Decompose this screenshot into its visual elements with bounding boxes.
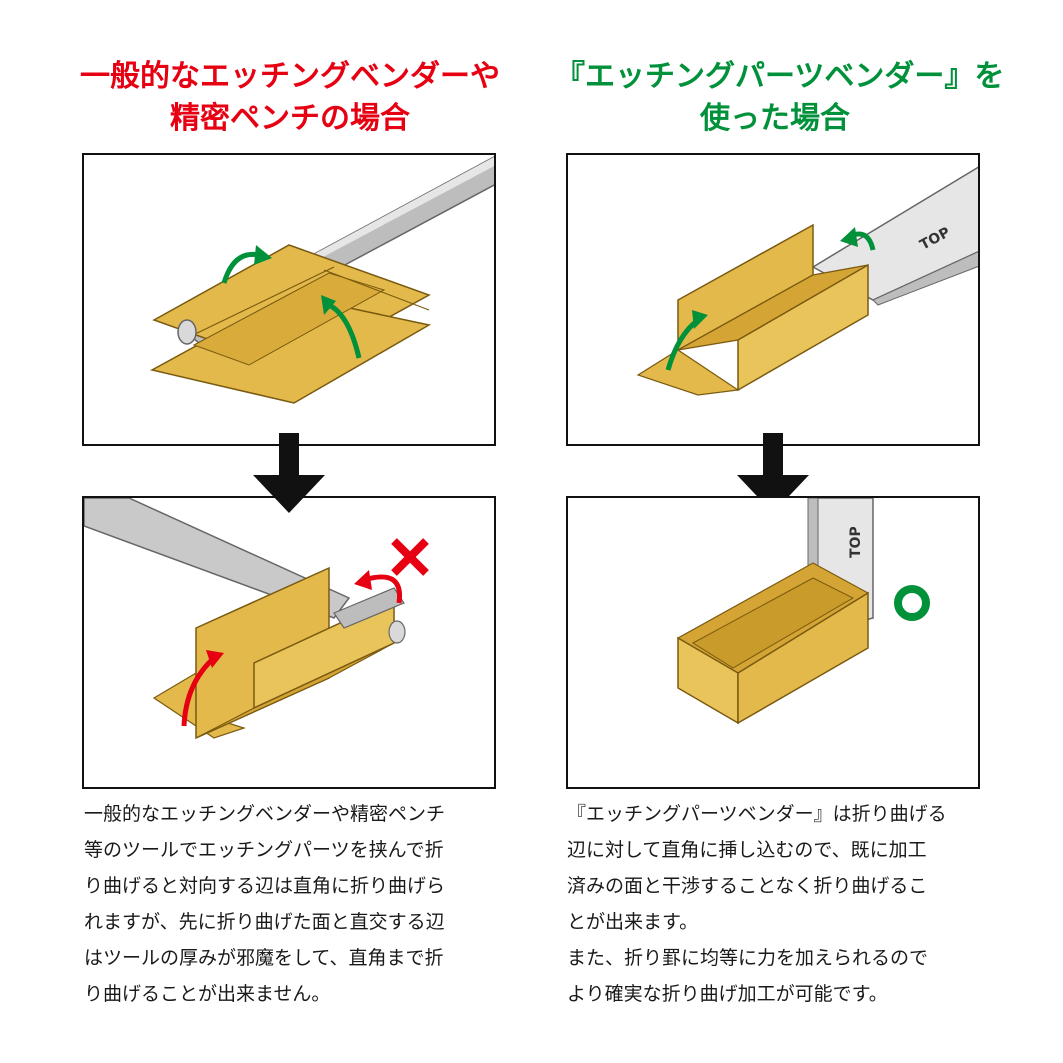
ok-circle-mark <box>894 585 930 621</box>
left-step1-panel <box>82 153 496 446</box>
left-description-line: れますが、先に折り曲げた面と直交する辺 <box>84 911 445 933</box>
left-description-line: 一般的なエッチングベンダーや精密ペンチ <box>84 803 446 825</box>
left-description-line: はツールの厚みが邪魔をして、直角まで折 <box>84 947 444 969</box>
right-description-line: 済みの面と干渉することなく折り曲げるこ <box>567 875 928 897</box>
right-step2-panel: TOP <box>566 496 980 789</box>
left-title: 一般的なエッチングベンダーや 精密ペンチの場合 <box>70 56 510 140</box>
right-title: 『エッチングパーツベンダー』を 使った場合 <box>555 56 1005 140</box>
right-step1-panel: TOP <box>566 153 980 446</box>
left-step1-illustration <box>149 156 494 404</box>
right-step2-illustration: TOP <box>676 498 874 725</box>
right-title-line-1: 『エッチングパーツベンダー』を <box>555 59 1005 94</box>
left-title-line-2: 精密ペンチの場合 <box>170 101 410 136</box>
left-title-line-1: 一般的なエッチングベンダーや <box>80 59 500 94</box>
left-description-line: 等のツールでエッチングパーツを挟んで折 <box>84 839 444 861</box>
right-step1-illustration: TOP <box>636 166 978 396</box>
left-step2-panel <box>82 496 496 789</box>
right-description-line: また、折り罫に均等に力を加えられるので <box>567 947 929 969</box>
right-title-line-2: 使った場合 <box>700 101 850 136</box>
right-description-line: 『エッチングパーツベンダー』は折り曲げる <box>567 803 947 825</box>
left-description-line: り曲げると対向する辺は直角に折り曲げら <box>84 875 446 897</box>
right-description-line: より確実な折り曲げ加工が可能です。 <box>567 983 888 1005</box>
right-description: 『エッチングパーツベンダー』は折り曲げる 辺に対して直角に挿し込むので、既に加工… <box>567 796 997 1012</box>
left-description-line: り曲げることが出来ません。 <box>84 983 331 1005</box>
left-description: 一般的なエッチングベンダーや精密ペンチ 等のツールでエッチングパーツを挟んで折 … <box>84 796 514 1012</box>
ng-cross-mark <box>391 538 429 576</box>
left-down-arrow <box>253 433 325 513</box>
right-description-line: とが出来ます。 <box>567 911 699 933</box>
left-step2-illustration <box>84 498 406 740</box>
right-description-line: 辺に対して直角に挿し込むので、既に加工 <box>567 839 927 861</box>
right-down-arrow <box>737 433 809 513</box>
tool-top-label-vertical: TOP <box>848 526 864 558</box>
